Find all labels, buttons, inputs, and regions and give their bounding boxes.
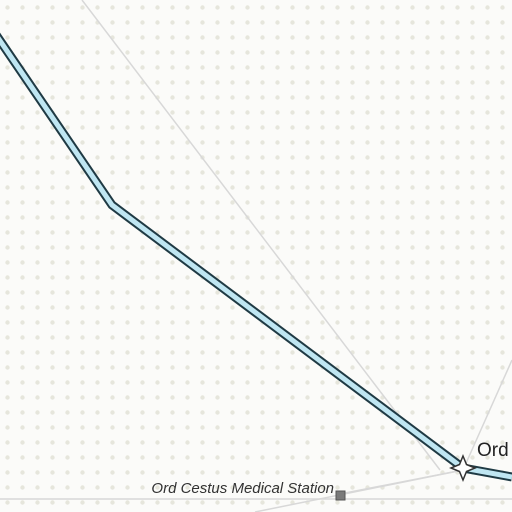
square-marker-icon[interactable]: [335, 490, 346, 501]
bg-line-diagonal: [81, 0, 441, 471]
bg-line-bottom: [339, 469, 464, 495]
bg-line-right: [462, 359, 512, 471]
node-label[interactable]: Ord: [477, 440, 509, 461]
route-line[interactable]: [0, 26, 512, 482]
four-point-star-icon[interactable]: [449, 454, 477, 482]
station-label[interactable]: Ord Cestus Medical Station: [151, 480, 334, 497]
route-fill: [0, 36, 512, 480]
